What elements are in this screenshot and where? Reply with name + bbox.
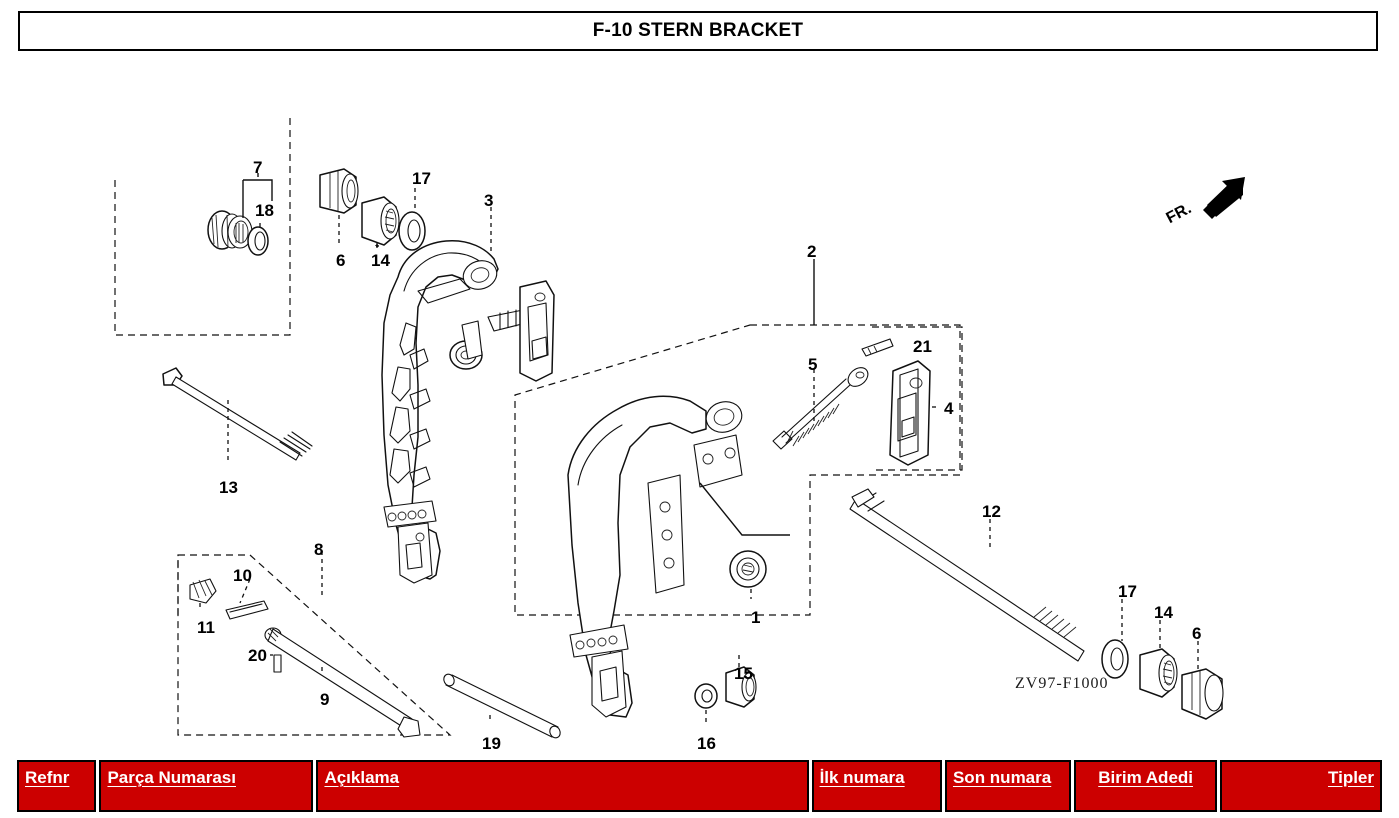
- col-header-last-number[interactable]: Son numara: [944, 760, 1072, 812]
- part-7-bushing: [207, 210, 253, 250]
- callout-6-right: 6: [1192, 624, 1202, 643]
- callout-11: 11: [197, 618, 215, 637]
- part-9-tilt-rod: [264, 627, 421, 738]
- col-header-first-number[interactable]: İlk numara: [811, 760, 942, 812]
- part-17-washer-right: [1101, 639, 1129, 679]
- group-outline-8: [177, 554, 452, 736]
- exploded-parts-diagram: .ln { fill:none; stroke:#111; stroke-wid…: [0, 55, 1399, 755]
- callout-12: 12: [982, 502, 1001, 521]
- col-header-part-number[interactable]: Parça Numarası: [99, 760, 314, 812]
- group-outline-7-18: [114, 115, 291, 336]
- callout-21: 21: [913, 337, 932, 356]
- part-17-washer-upper: [398, 211, 426, 251]
- callout-16: 16: [697, 734, 716, 753]
- page-title-box: F-10 STERN BRACKET: [18, 11, 1378, 51]
- group-outline-2: [514, 324, 961, 616]
- part-12-long-bolt: [849, 488, 1085, 662]
- callout-15: 15: [734, 664, 753, 683]
- callout-10: 10: [233, 566, 252, 585]
- part-6-cap-nut-right: [1181, 668, 1224, 720]
- part-11-spring-clip: [189, 578, 217, 604]
- part-13-long-bolt: [162, 367, 313, 461]
- group-outline-4-21: [872, 326, 963, 471]
- callout-6-upper: 6: [336, 251, 346, 270]
- part-20-pin: [273, 654, 282, 673]
- clamp-screw-assembly-left: [449, 280, 555, 382]
- callout-2: 2: [807, 242, 817, 261]
- col-header-types[interactable]: Tipler: [1219, 760, 1382, 812]
- callout-4: 4: [944, 399, 954, 418]
- callout-17-right: 17: [1118, 582, 1137, 601]
- diagram-artwork: .ln { fill:none; stroke:#111; stroke-wid…: [114, 115, 1245, 739]
- part-14-lock-nut-upper: [361, 196, 400, 246]
- part-18-washer: [247, 226, 269, 256]
- callout-20: 20: [248, 646, 267, 665]
- part-1-bushing: [729, 550, 767, 588]
- callout-7: 7: [253, 158, 263, 177]
- callout-1: 1: [751, 608, 761, 627]
- callout-5: 5: [808, 355, 818, 374]
- parts-table-header-row: Refnr Parça Numarası Açıklama İlk numara…: [17, 760, 1382, 812]
- callout-18: 18: [255, 201, 274, 220]
- callout-14-right: 14: [1154, 603, 1173, 622]
- callout-19: 19: [482, 734, 501, 753]
- callout-8: 8: [314, 540, 324, 559]
- parts-table-container[interactable]: Refnr Parça Numarası Açıklama İlk numara…: [14, 760, 1385, 818]
- part-14-lock-nut-right: [1139, 648, 1178, 698]
- callout-13: 13: [219, 478, 238, 497]
- page-title: F-10 STERN BRACKET: [592, 20, 804, 41]
- callout-17-upper: 17: [412, 169, 431, 188]
- part-10-key: [225, 600, 269, 620]
- part-21-pin: [861, 338, 894, 357]
- col-header-refnr[interactable]: Refnr: [17, 760, 97, 812]
- callout-14-upper: 14: [371, 251, 390, 270]
- part-16-washer: [694, 683, 718, 709]
- fr-arrow-icon: [1203, 177, 1245, 219]
- part-15-nut: [725, 666, 757, 708]
- part-5-spring-rod: [772, 367, 869, 450]
- col-header-quantity[interactable]: Birim Adedi: [1074, 760, 1217, 812]
- parts-table: Refnr Parça Numarası Açıklama İlk numara…: [14, 760, 1385, 812]
- part-19-tube: [443, 673, 561, 739]
- part-3-stern-bracket-left: [381, 240, 499, 584]
- part-4-swivel-pad: [889, 360, 931, 466]
- diagram-code: ZV97-F1000: [1015, 675, 1109, 692]
- parts-table-header: Refnr Parça Numarası Açıklama İlk numara…: [17, 760, 1382, 812]
- part-2-stern-bracket-center: [567, 395, 743, 718]
- callout-3: 3: [484, 191, 494, 210]
- col-header-description[interactable]: Açıklama: [316, 760, 809, 812]
- part-6-cap-nut-upper: [319, 168, 359, 214]
- callout-9: 9: [320, 690, 330, 709]
